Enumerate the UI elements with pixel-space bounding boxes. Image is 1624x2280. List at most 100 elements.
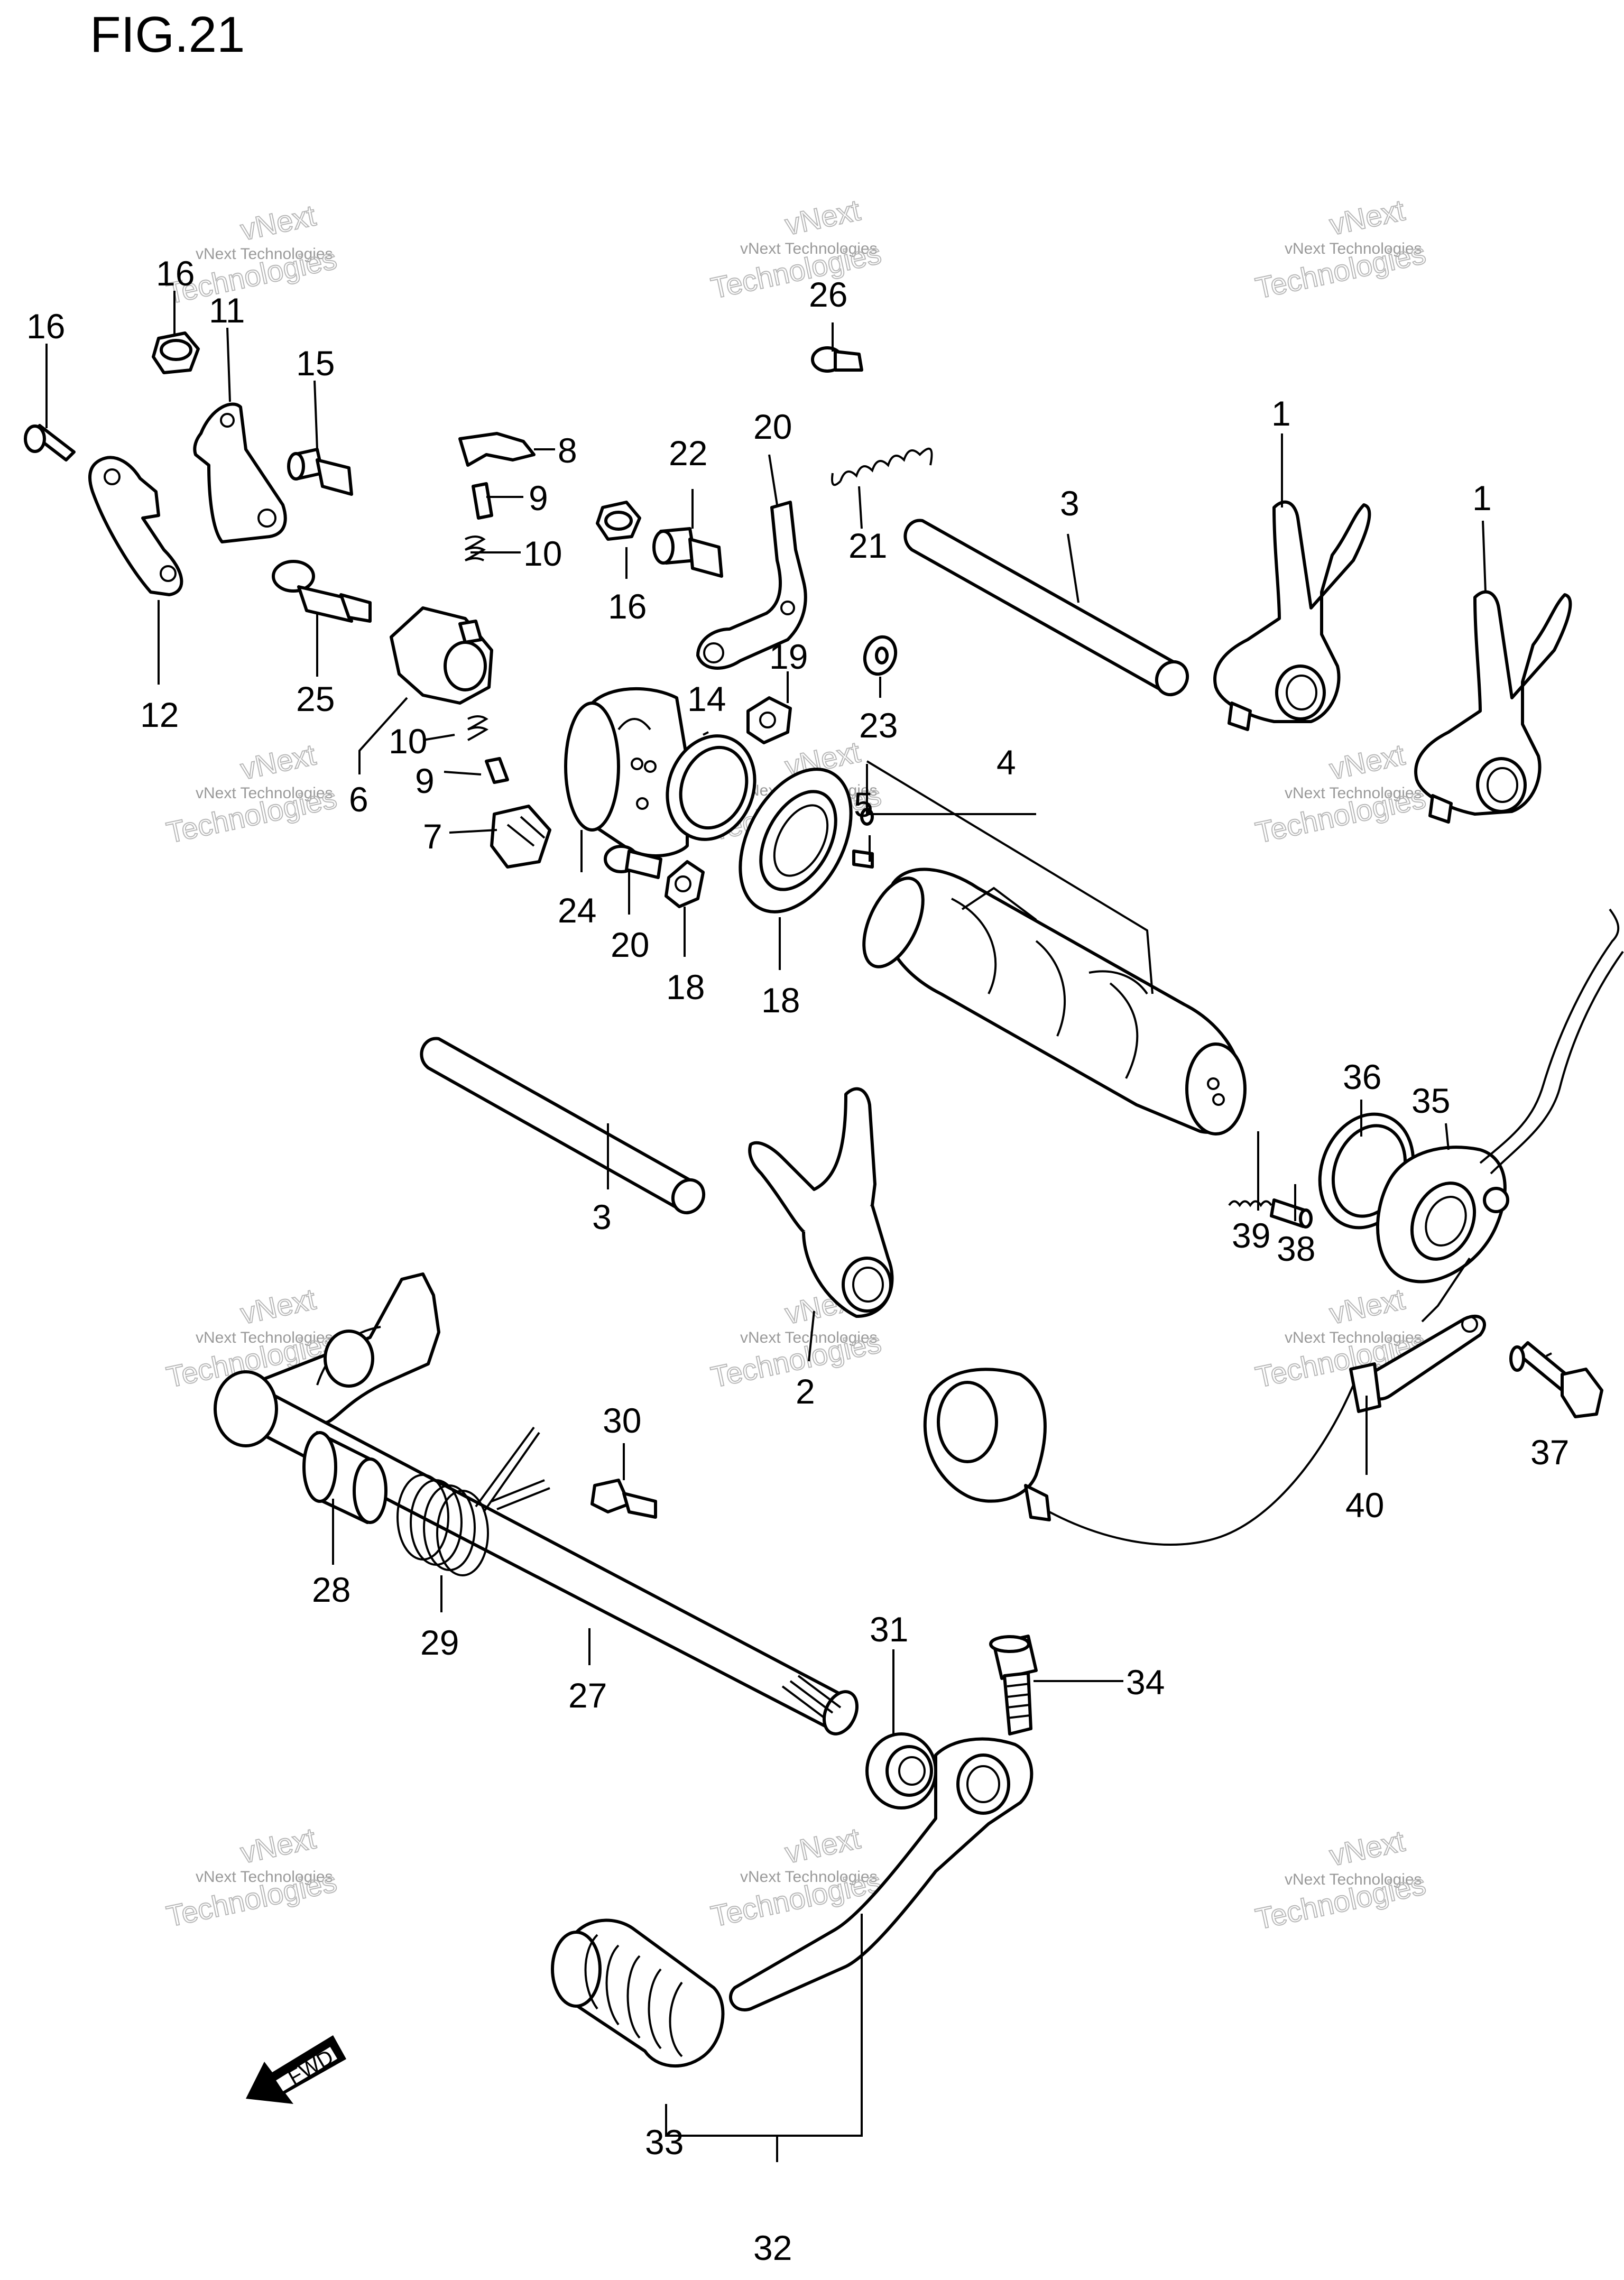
callout-38: 38	[1277, 1229, 1315, 1268]
watermark-text: vNext	[237, 198, 319, 246]
callout-1-right: 1	[1472, 478, 1492, 518]
part-10-spring	[465, 536, 486, 561]
callout-28: 28	[312, 1570, 350, 1609]
watermark-text: vNext Technologies	[740, 1329, 878, 1346]
part-7-pawl	[490, 805, 551, 869]
fwd-arrow-icon: FWD	[246, 2035, 346, 2104]
watermark-text: vNext	[782, 1821, 863, 1869]
part-33-pedal-rubber	[551, 1918, 725, 2068]
callout-9-lower: 9	[415, 761, 435, 800]
part-18-retainer-upper	[746, 696, 792, 744]
callout-33: 33	[645, 2122, 684, 2162]
callouts: 16 12 16 11 15 25 6 10 9 7 8 9 10 16 22 …	[26, 254, 1569, 2267]
part-27-shift-shaft	[214, 1272, 859, 1736]
part-32-shift-lever	[729, 1737, 1034, 2011]
callout-17: 18	[761, 981, 800, 1020]
callout-35: 35	[1411, 1081, 1450, 1120]
part-20-arm	[696, 501, 807, 670]
part-25-bolt	[272, 560, 372, 623]
part-30-stud	[590, 1479, 657, 1519]
callout-5: 5	[854, 785, 873, 824]
watermark-text: vNext	[237, 1282, 319, 1330]
watermark-text: vNext	[1326, 737, 1408, 786]
watermark-text: vNext Technologies	[196, 245, 333, 263]
watermark-text: vNext	[1326, 1824, 1408, 1872]
part-23-washer	[863, 635, 898, 676]
callout-34: 34	[1126, 1663, 1165, 1702]
part-18-retainer	[665, 860, 705, 908]
callout-10-lower: 10	[389, 722, 427, 761]
part-24-cam-drum	[564, 687, 689, 857]
callout-25: 25	[296, 679, 335, 718]
part-12-plate	[88, 456, 183, 596]
connector	[923, 1368, 1354, 1546]
part-4-shift-drum	[862, 867, 1247, 1136]
callout-20: 20	[753, 407, 792, 446]
callout-4: 4	[996, 743, 1016, 782]
watermark-text: vNext	[1326, 193, 1408, 241]
watermark-text: vNext	[782, 193, 863, 241]
part-16-nut	[152, 331, 200, 374]
watermark-text: vNext Technologies	[196, 1329, 333, 1346]
part-15-stud	[287, 448, 353, 496]
part-13-screw	[24, 424, 76, 461]
part-28-collar	[302, 1431, 387, 1524]
callout-12: 12	[140, 695, 179, 734]
part-1-fork	[1213, 500, 1371, 731]
callout-11: 11	[209, 291, 245, 330]
watermark-text: vNext	[1326, 1282, 1408, 1330]
part-37-bolt	[1509, 1341, 1603, 1418]
watermark-text: vNext	[237, 737, 319, 786]
part-2-fork	[748, 1087, 894, 1318]
watermark-text: vNext Technologies	[1285, 784, 1422, 802]
part-34-bolt	[989, 1635, 1038, 1736]
callout-16-middle: 16	[608, 587, 647, 626]
callout-13: 16	[26, 307, 65, 346]
watermark-text: vNext Technologies	[1285, 1329, 1422, 1346]
part-22-stud	[652, 527, 723, 578]
part-9-pin	[472, 482, 493, 520]
part-8-pawl	[458, 432, 536, 467]
callout-22: 22	[669, 433, 707, 473]
callout-21: 21	[848, 526, 887, 565]
part-39-spring	[1228, 1200, 1272, 1207]
callout-14: 14	[687, 679, 726, 718]
callout-1: 1	[1271, 394, 1291, 433]
callout-7: 7	[423, 817, 442, 856]
callout-16: 16	[156, 254, 195, 293]
part-35-switch	[1376, 908, 1624, 1323]
callout-15: 15	[296, 344, 335, 383]
callout-40: 40	[1345, 1485, 1384, 1525]
callout-39: 39	[1232, 1216, 1270, 1255]
part-3-shaft-lower	[420, 1037, 706, 1215]
watermark-text: vNext	[237, 1821, 319, 1869]
part-11-plate	[193, 402, 287, 543]
callout-6: 6	[349, 780, 368, 819]
callout-37: 37	[1530, 1433, 1569, 1472]
part-9-pin-lower	[485, 757, 509, 784]
callout-18-upper: 19	[769, 637, 808, 676]
callout-18: 18	[666, 967, 705, 1007]
part-6-cam	[390, 606, 493, 705]
callout-23: 23	[859, 706, 898, 745]
callout-19: 20	[611, 925, 649, 964]
watermark-text: vNext Technologies	[196, 1868, 333, 1886]
part-19-bolt	[604, 845, 662, 879]
callout-3-lower: 3	[592, 1197, 612, 1236]
part-29-spring	[396, 1426, 550, 1576]
part-3-shaft	[903, 519, 1189, 697]
callout-24: 24	[558, 891, 596, 930]
part-38-pin	[1270, 1198, 1313, 1229]
watermark-text: vNext Technologies	[1285, 240, 1422, 257]
part-26-bolt	[811, 346, 863, 373]
watermark-text: vNext Technologies	[740, 1868, 878, 1886]
callout-32: 32	[753, 2228, 792, 2267]
callout-27: 27	[568, 1676, 607, 1715]
figure-title: FIG.21	[90, 6, 245, 63]
part-14-washer	[666, 734, 756, 841]
watermark-text: vNext Technologies	[740, 240, 878, 257]
part-40-clamp	[1349, 1314, 1486, 1413]
part-16-nut-middle	[596, 501, 641, 541]
part-10-spring-lower	[467, 715, 489, 741]
